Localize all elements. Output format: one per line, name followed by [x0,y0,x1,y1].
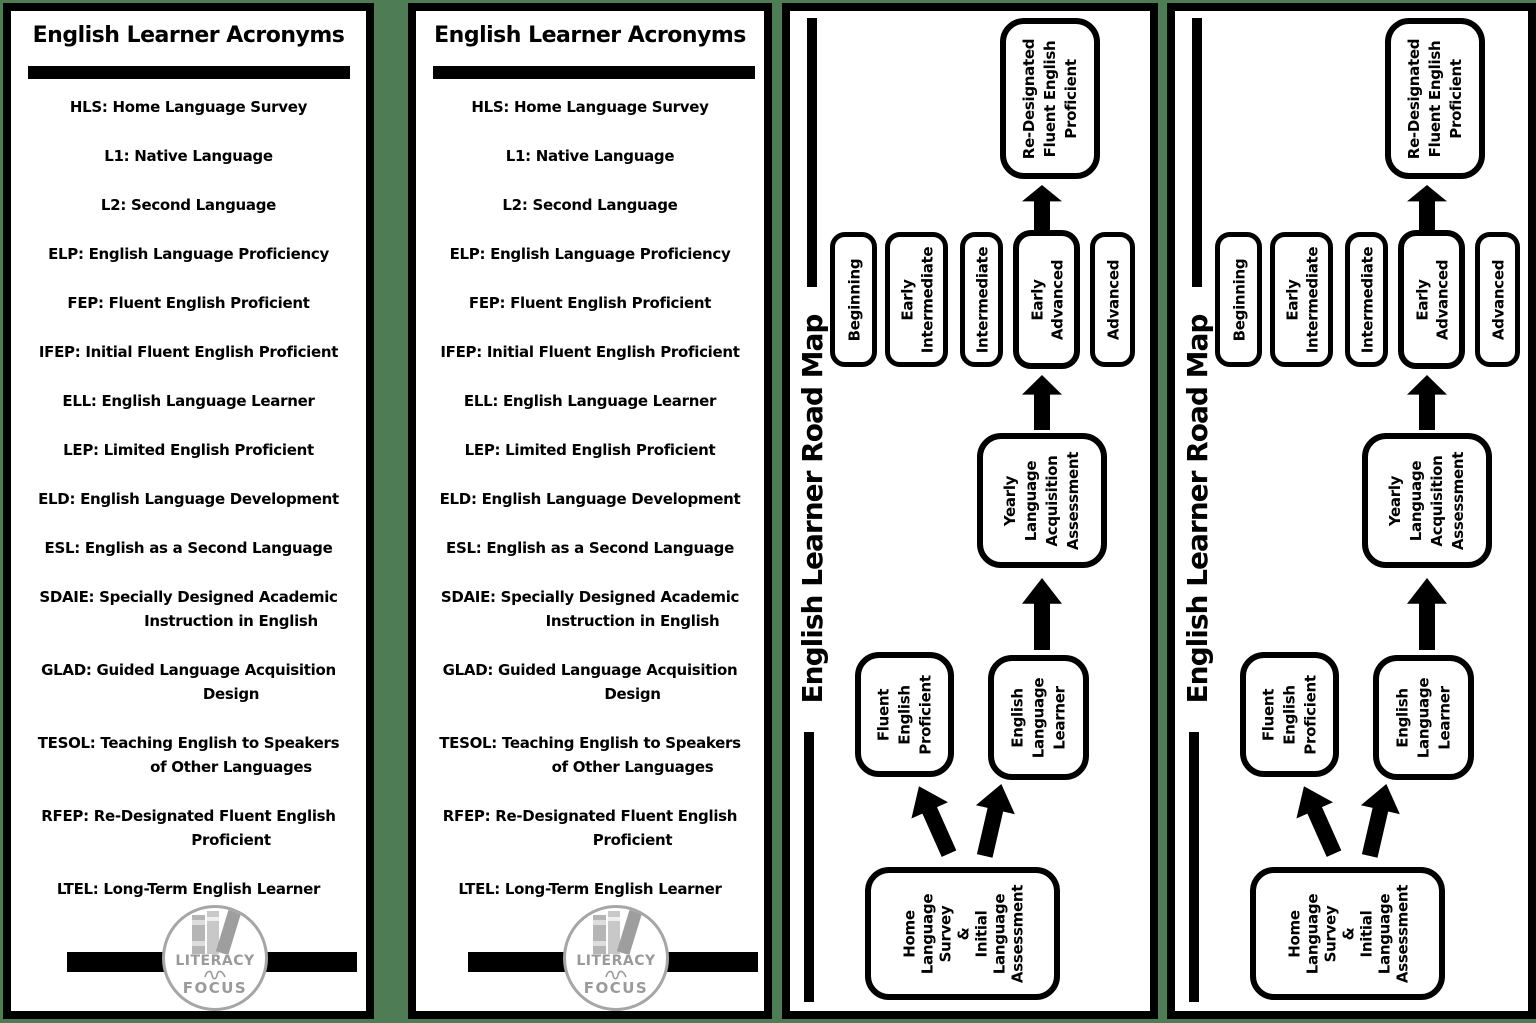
title-underline-bar [28,66,350,79]
acronym-item: ELL: English Language Learner [463,392,717,410]
yearly-assessment-box: Yearly Language Acquisition Assessment [1362,433,1492,568]
title-bar-bottom [804,732,814,1002]
up-arrow-icon [1407,185,1447,231]
redesignated-box: Re-Designated Fluent English Proficient [1385,18,1485,179]
acronym-item: LTEL: Long-Term English Learner [458,880,722,898]
page-title: English Learner Acronyms [434,23,746,48]
title-bar-top [1192,18,1202,287]
acronym-item: IFEP: Initial Fluent English Proficient [38,343,339,361]
logo-text-focus: FOCUS [583,979,649,997]
level-box-early-advanced: Early Advanced [1398,230,1465,369]
acronym-item: ELP: English Language Proficiency [48,245,329,263]
acronyms-panel-2: English Learner Acronyms HLS: Home Langu… [408,3,772,1019]
up-arrow-icon [1022,578,1062,650]
acronym-list: HLS: Home Language Survey L1: Native Lan… [420,95,760,901]
logo-text-literacy: LITERACY [576,953,656,969]
acronym-item: ESL: English as a Second Language [44,539,333,557]
acronym-item: FEP: Fluent English Proficient [468,294,712,312]
logo-text-literacy: LITERACY [175,953,255,969]
level-box-early-advanced: Early Advanced [1013,230,1080,369]
title-bar-bottom [1189,732,1199,1002]
home-language-survey-box: Home Language Survey & Initial Language … [1250,867,1445,1000]
acronym-item: ELP: English Language Proficiency [449,245,731,263]
up-arrow-icon [1022,375,1062,430]
acronym-item: ELD: English Language Development [38,490,339,508]
level-box-intermediate: Intermediate [1345,232,1388,367]
diagonal-arrow-icon [1350,779,1406,860]
level-box-beginning: Beginning [1215,232,1262,367]
acronym-item: L2: Second Language [100,196,277,214]
fluent-english-proficient-box: Fluent English Proficient [855,652,954,777]
title-bar-top [807,18,817,287]
fluent-english-proficient-box: Fluent English Proficient [1240,652,1339,777]
home-language-survey-box: Home Language Survey & Initial Language … [865,867,1060,1000]
acronym-item: L2: Second Language [502,196,678,214]
roadmap-panel-2: English Learner Road Map Re-Designated F… [1167,3,1536,1019]
level-box-beginning: Beginning [830,232,877,367]
acronym-item: ELL: English Language Learner [62,392,315,410]
acronym-item: L1: Native Language [104,147,273,165]
level-box-advanced: Advanced [1090,232,1135,367]
acronym-list: HLS: Home Language Survey L1: Native Lan… [15,95,362,901]
acronym-item: HLS: Home Language Survey [471,98,709,116]
acronym-item: ESL: English as a Second Language [446,539,734,557]
diagonal-arrow-icon [965,779,1021,860]
footer-bar-left [468,952,571,972]
acronym-item: LTEL: Long-Term English Learner [56,880,321,898]
up-arrow-icon [1022,185,1062,231]
acronym-item: LEP: Limited English Proficient [464,441,716,459]
redesignated-box: Re-Designated Fluent English Proficient [1000,18,1100,179]
up-arrow-icon [1407,578,1447,650]
acronyms-panel-1: English Learner Acronyms HLS: Home Langu… [3,3,374,1019]
roadmap-panel-1: English Learner Road Map Re-Designated F… [782,3,1158,1019]
diagonal-arrow-icon [1286,778,1353,862]
footer-bar-right [258,952,357,972]
acronym-item: FEP: Fluent English Proficient [67,294,310,312]
literacy-focus-logo: LITERACY FOCUS [162,905,268,1011]
acronym-item: HLS: Home Language Survey [69,98,308,116]
in-squiggle-icon [204,970,226,980]
literacy-focus-logo: LITERACY FOCUS [563,905,669,1011]
english-language-learner-box: English Language Learner [1373,655,1474,780]
page-title: English Learner Acronyms [32,23,345,48]
footer-bar-right [659,952,758,972]
level-box-early-intermediate: Early Intermediate [885,232,948,367]
books-icon [192,908,242,954]
logo-text-focus: FOCUS [182,979,248,997]
acronym-item: IFEP: Initial Fluent English Proficient [440,343,740,361]
acronym-item: ELD: English Language Development [439,490,741,508]
acronym-item: LEP: Limited English Proficient [63,441,314,459]
level-box-intermediate: Intermediate [960,232,1003,367]
diagonal-arrow-icon [901,778,968,862]
in-squiggle-icon [605,970,627,980]
yearly-assessment-box: Yearly Language Acquisition Assessment [977,433,1107,568]
title-underline-bar [433,66,755,79]
level-box-advanced: Advanced [1475,232,1520,367]
english-language-learner-box: English Language Learner [988,655,1089,780]
acronym-item: L1: Native Language [505,147,675,165]
footer-bar-left [67,952,170,972]
level-box-early-intermediate: Early Intermediate [1270,232,1333,367]
up-arrow-icon [1407,375,1447,430]
books-icon [593,908,643,954]
